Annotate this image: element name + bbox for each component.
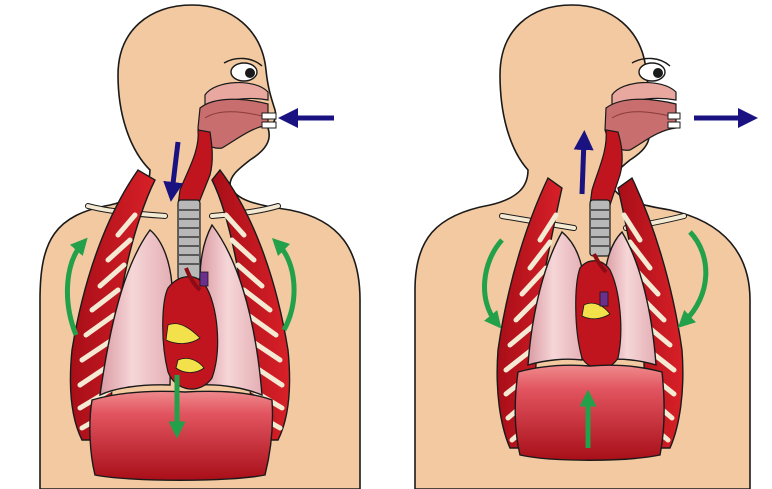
mouth-cavity xyxy=(197,81,277,149)
left-ribcage xyxy=(496,176,563,449)
mouth-cavity xyxy=(604,81,681,151)
inhalation-figure xyxy=(39,4,361,489)
eye xyxy=(223,57,263,82)
trachea xyxy=(177,199,201,281)
air-down-arrow xyxy=(163,141,184,202)
left-lung xyxy=(527,230,585,366)
trachea xyxy=(589,199,611,257)
ribs-down-arrow-left xyxy=(482,238,504,329)
ribs-up-arrow-right xyxy=(271,237,297,332)
air-up-arrow xyxy=(573,130,594,195)
left-lung xyxy=(99,228,173,397)
exhalation-figure xyxy=(414,4,758,489)
heart xyxy=(162,267,219,390)
heart xyxy=(575,253,622,370)
ribs-up-arrow-left xyxy=(64,237,88,336)
ribs-down-arrow-right xyxy=(677,230,709,328)
eye xyxy=(631,57,671,82)
diaphragm xyxy=(89,390,274,481)
